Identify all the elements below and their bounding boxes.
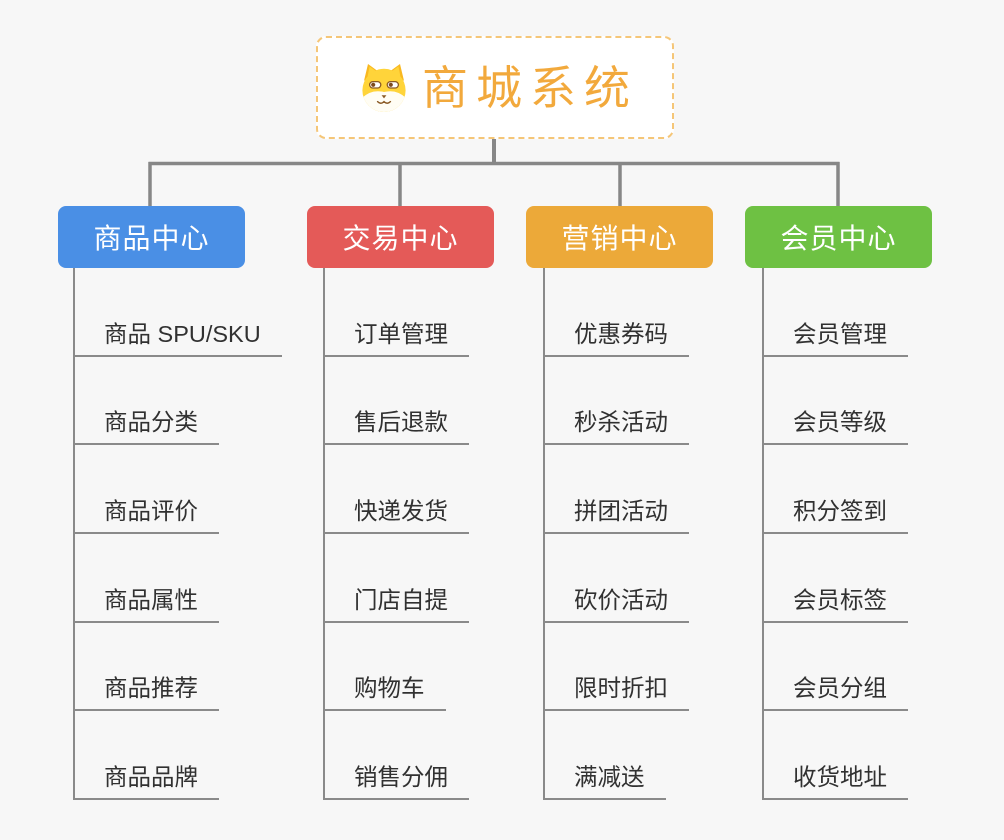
root-node[interactable]: 商城系统 [316,36,674,139]
leaf-node[interactable]: 拼团活动 [543,445,689,535]
leaf-label: 限时折扣 [543,674,689,712]
leaf-label: 会员分组 [762,674,908,712]
leaf-node[interactable]: 订单管理 [323,268,469,357]
leaf-label: 商品分类 [73,408,219,446]
leaf-node[interactable]: 积分签到 [762,445,908,535]
leaf-node[interactable]: 商品推荐 [73,623,282,712]
leaf-node[interactable]: 售后退款 [323,357,469,446]
leaf-node[interactable]: 商品评价 [73,445,282,535]
leaf-label: 优惠券码 [543,320,689,357]
leaf-label: 拼团活动 [543,497,689,535]
branch-label: 交易中心 [342,223,459,254]
leaf-label: 购物车 [323,674,446,712]
leaf-node[interactable]: 商品品牌 [73,711,282,801]
branch-node-marketing-center[interactable]: 营销中心 [526,206,713,268]
leaf-node[interactable]: 商品 SPU/SKU [73,268,282,357]
branch-node-trade-center[interactable]: 交易中心 [307,206,494,268]
leaf-node[interactable]: 会员等级 [762,357,908,446]
leaf-node[interactable]: 满减送 [543,711,689,801]
leaf-node[interactable]: 限时折扣 [543,623,689,712]
leaf-node[interactable]: 秒杀活动 [543,357,689,446]
leaf-node[interactable]: 商品属性 [73,534,282,623]
leaf-label: 砍价活动 [543,586,689,623]
leaf-label: 会员管理 [762,320,908,357]
leaf-label: 会员标签 [762,586,908,623]
leaf-label: 门店自提 [323,586,469,623]
leaf-node[interactable]: 快递发货 [323,445,469,535]
leaf-node[interactable]: 砍价活动 [543,534,689,623]
branch-children-trade-center: 订单管理 售后退款 快递发货 门店自提 购物车 销售分佣 [323,268,469,801]
leaf-label: 销售分佣 [323,763,469,801]
branch-node-member-center[interactable]: 会员中心 [745,206,932,268]
leaf-label: 商品 SPU/SKU [73,320,282,357]
branch-node-product-center[interactable]: 商品中心 [58,206,245,268]
leaf-label: 商品评价 [73,497,219,535]
leaf-label: 商品品牌 [73,763,219,801]
leaf-label: 商品属性 [73,586,219,623]
leaf-label: 订单管理 [323,320,469,357]
leaf-node[interactable]: 会员管理 [762,268,908,357]
leaf-label: 快递发货 [323,497,469,535]
leaf-node[interactable]: 优惠券码 [543,268,689,357]
branch-children-member-center: 会员管理 会员等级 积分签到 会员标签 会员分组 收货地址 [762,268,908,801]
leaf-node[interactable]: 销售分佣 [323,711,469,801]
leaf-label: 积分签到 [762,497,908,535]
branch-label: 营销中心 [561,223,678,254]
leaf-node[interactable]: 门店自提 [323,534,469,623]
branch-children-product-center: 商品 SPU/SKU 商品分类 商品评价 商品属性 商品推荐 商品品牌 [73,268,282,801]
leaf-label: 满减送 [543,763,666,801]
leaf-node[interactable]: 会员分组 [762,623,908,712]
leaf-node[interactable]: 购物车 [323,623,469,712]
leaf-label: 会员等级 [762,408,908,446]
leaf-node[interactable]: 会员标签 [762,534,908,623]
leaf-node[interactable]: 商品分类 [73,357,282,446]
leaf-node[interactable]: 收货地址 [762,711,908,801]
leaf-label: 商品推荐 [73,674,219,712]
leaf-label: 售后退款 [323,408,469,446]
branch-label: 会员中心 [780,223,897,254]
leaf-label: 收货地址 [762,763,908,801]
branch-children-marketing-center: 优惠券码 秒杀活动 拼团活动 砍价活动 限时折扣 满减送 [543,268,689,801]
leaf-label: 秒杀活动 [543,408,689,446]
shiba-dog-icon [362,63,406,112]
branch-label: 商品中心 [93,223,210,254]
root-title: 商城系统 [422,61,638,114]
